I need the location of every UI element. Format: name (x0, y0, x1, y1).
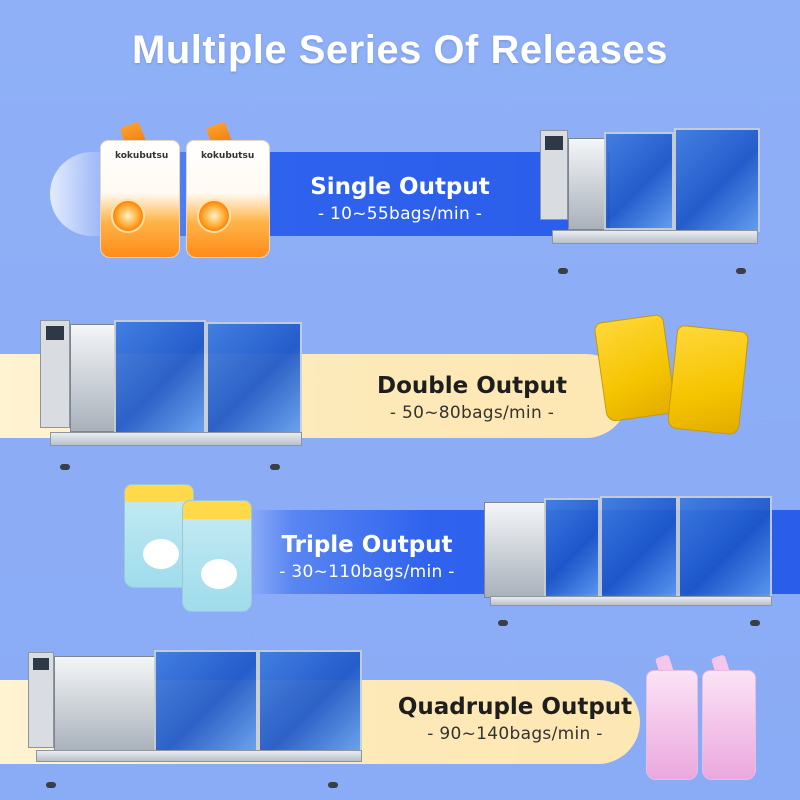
machine-base (490, 596, 772, 606)
pouch-brand-label: kokubutsu (201, 151, 255, 161)
caster-icon (750, 620, 760, 626)
single-output-machine (540, 118, 760, 274)
cyan-pouch (182, 500, 252, 612)
series-name: Single Output (310, 174, 490, 200)
series-name: Double Output (377, 373, 567, 399)
double-output-label: Double Output - 50~80bags/min - (366, 373, 578, 423)
caster-icon (558, 268, 568, 274)
control-box (540, 130, 568, 220)
series-rate: - 90~140bags/min - (427, 724, 603, 744)
triple-output-machine (484, 492, 774, 626)
touch-screen-icon (46, 326, 64, 340)
guard-panel (674, 128, 760, 232)
orange-pouch: kokubutsu (186, 140, 270, 258)
caster-icon (498, 620, 508, 626)
guard-panel (544, 498, 600, 600)
filling-head (484, 502, 546, 598)
caster-icon (46, 782, 56, 788)
caster-icon (60, 464, 70, 470)
series-name: Quadruple Output (397, 694, 633, 720)
caster-icon (270, 464, 280, 470)
single-output-label: Single Output - 10~55bags/min - (300, 174, 500, 224)
guard-panel (678, 496, 772, 600)
machine-base (36, 750, 362, 762)
touch-screen-icon (33, 658, 49, 670)
orange-pouch: kokubutsu (100, 140, 180, 258)
caster-icon (328, 782, 338, 788)
quadruple-output-label: Quadruple Output - 90~140bags/min - (395, 694, 635, 744)
bunny-print-icon (143, 539, 179, 569)
bunny-print-icon (201, 559, 237, 589)
guard-panel (600, 496, 678, 600)
guard-panel (258, 650, 362, 752)
yellow-pouch (666, 324, 750, 436)
series-rate: - 10~55bags/min - (317, 204, 483, 224)
page-title: Multiple Series Of Releases (132, 28, 668, 72)
orange-slice-icon (111, 199, 145, 233)
caster-icon (736, 268, 746, 274)
triple-output-label: Triple Output - 30~110bags/min - (272, 532, 462, 582)
orange-slice-icon (197, 199, 231, 233)
pink-pouch (646, 670, 698, 780)
yellow-pouch (593, 313, 677, 423)
pouch-brand-label: kokubutsu (115, 151, 169, 161)
filling-head (54, 656, 156, 752)
series-name: Triple Output (281, 532, 453, 558)
filling-head (70, 324, 116, 432)
machine-base (50, 432, 302, 446)
guard-panel (154, 650, 258, 752)
double-output-machine (40, 304, 305, 470)
guard-panel (114, 320, 206, 434)
guard-panel (206, 322, 302, 434)
series-rate: - 50~80bags/min - (389, 403, 555, 423)
pink-pouch (702, 670, 756, 780)
filling-head (568, 138, 608, 230)
touch-screen-icon (545, 136, 563, 150)
quadruple-output-machine (28, 640, 364, 788)
series-rate: - 30~110bags/min - (279, 562, 455, 582)
guard-panel (604, 132, 674, 230)
machine-base (552, 230, 758, 244)
